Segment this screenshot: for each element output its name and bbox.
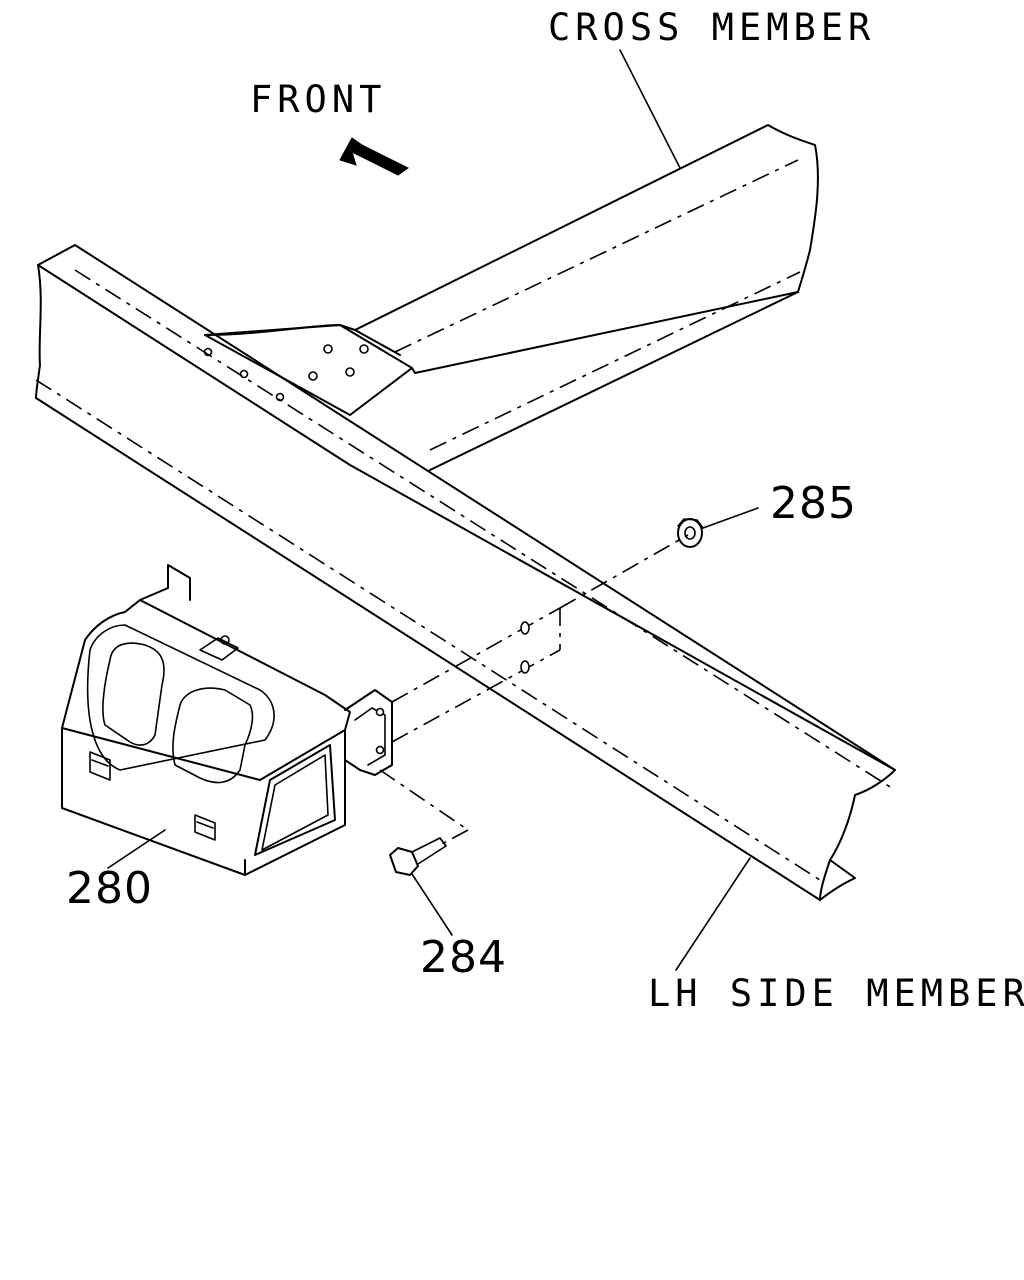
part-285-nut-icon <box>677 518 704 548</box>
cross-member-label: CROSS MEMBER <box>548 6 875 49</box>
lh-side-member-label: LH SIDE MEMBER <box>648 972 1024 1015</box>
assembly-lines <box>379 534 689 846</box>
front-label: FRONT <box>250 78 386 121</box>
callout-280: 280 <box>66 863 153 914</box>
lh-side-member <box>35 244 896 901</box>
part-284-bolt-icon <box>389 837 447 876</box>
cross-member <box>203 124 819 471</box>
callout-284: 284 <box>420 932 507 983</box>
front-arrow-icon <box>339 137 409 176</box>
part-280-box <box>61 564 393 876</box>
callout-285: 285 <box>770 478 857 529</box>
leader-lines <box>107 49 759 971</box>
